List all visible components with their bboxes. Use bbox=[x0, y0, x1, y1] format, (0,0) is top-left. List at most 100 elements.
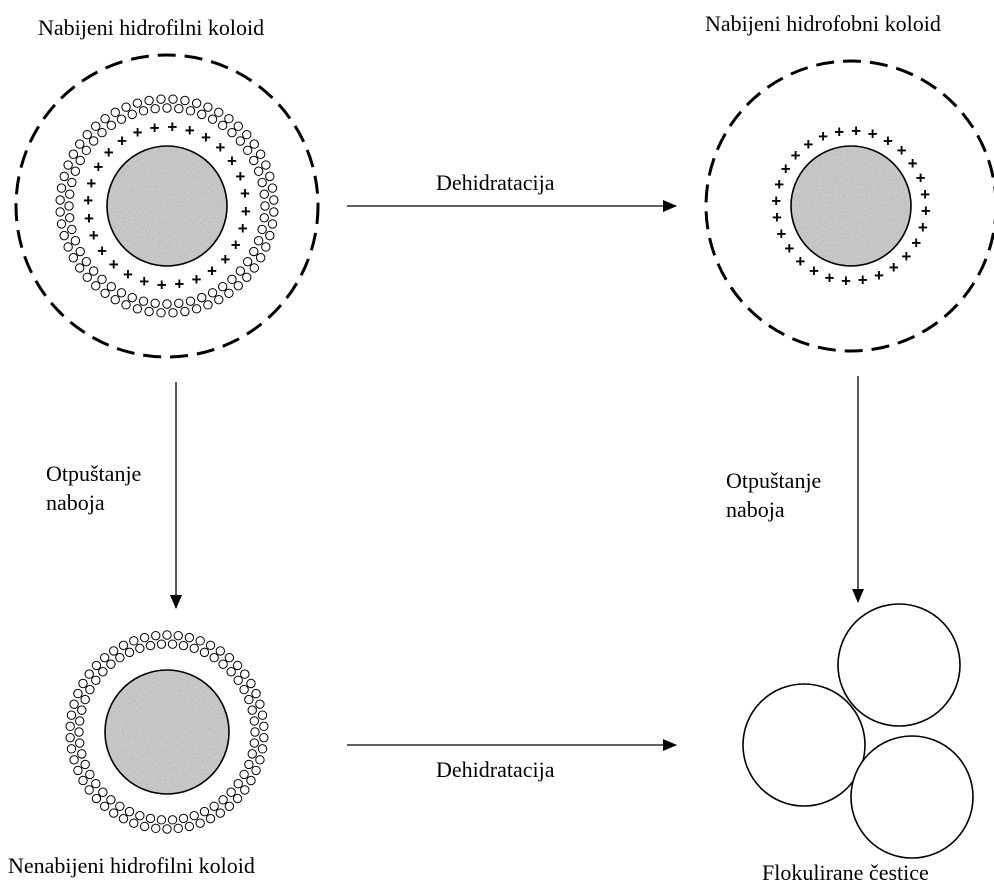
water-molecule bbox=[68, 253, 79, 263]
water-molecule bbox=[129, 636, 139, 646]
water-molecule bbox=[121, 102, 131, 112]
water-molecule bbox=[162, 299, 172, 309]
water-molecule bbox=[199, 806, 210, 817]
label-charged-hydrophilic: Nabijeni hidrofilni koloid bbox=[38, 15, 265, 40]
water-molecule bbox=[259, 189, 269, 199]
positive-charge-symbol: + bbox=[238, 219, 248, 238]
water-molecule bbox=[132, 98, 143, 108]
water-molecule bbox=[246, 678, 256, 689]
water-molecule bbox=[189, 810, 199, 821]
water-molecule bbox=[66, 710, 77, 720]
water-molecule bbox=[214, 294, 224, 305]
water-molecule bbox=[232, 793, 243, 804]
water-molecule bbox=[55, 195, 65, 205]
positive-charge-symbol: + bbox=[191, 270, 201, 289]
floc-particle bbox=[837, 603, 961, 727]
water-molecule bbox=[267, 183, 278, 193]
water-molecule bbox=[249, 716, 260, 726]
positive-charge-symbol: + bbox=[772, 208, 782, 227]
water-molecule bbox=[233, 779, 243, 789]
positive-charge-symbol: + bbox=[174, 275, 184, 294]
outer-boundary-dashed bbox=[14, 53, 320, 359]
water-molecule bbox=[97, 274, 107, 285]
water-molecule bbox=[251, 765, 261, 776]
water-molecule bbox=[65, 213, 75, 223]
water-molecule bbox=[249, 139, 259, 149]
positive-charge-symbol: + bbox=[781, 159, 791, 178]
water-molecule bbox=[106, 795, 116, 805]
positive-charge-symbol: + bbox=[109, 255, 119, 274]
positive-charge-symbol: + bbox=[86, 174, 96, 193]
water-molecule bbox=[235, 266, 246, 276]
water-molecule bbox=[184, 821, 195, 832]
water-molecule-ring bbox=[55, 94, 279, 318]
charged-hydrophilic-colloid: ++++++++++++++++++++++++++++ bbox=[14, 53, 320, 359]
water-molecule bbox=[110, 107, 120, 118]
label-charge-release-right: Otpuštanje naboja bbox=[726, 468, 822, 522]
water-molecule bbox=[249, 246, 259, 257]
water-molecule bbox=[251, 688, 261, 699]
water-molecule bbox=[150, 298, 160, 308]
water-molecule bbox=[80, 759, 90, 770]
positive-charge-symbol: + bbox=[834, 122, 844, 141]
water-molecule bbox=[59, 171, 69, 182]
water-molecule bbox=[132, 304, 143, 314]
water-molecule bbox=[246, 775, 256, 786]
water-molecule bbox=[106, 120, 117, 131]
positive-charge-symbol: + bbox=[868, 125, 878, 144]
water-molecule bbox=[173, 823, 183, 834]
water-molecule bbox=[162, 103, 172, 113]
positive-charge-symbol: + bbox=[795, 252, 805, 271]
water-molecule bbox=[255, 699, 265, 709]
water-molecule bbox=[80, 694, 90, 705]
water-molecule bbox=[178, 640, 189, 651]
water-molecule bbox=[259, 213, 269, 223]
water-molecule bbox=[84, 669, 94, 679]
water-molecule bbox=[110, 294, 120, 305]
water-molecule bbox=[265, 230, 275, 241]
water-molecule bbox=[65, 732, 75, 743]
water-molecule bbox=[67, 177, 77, 188]
water-molecule bbox=[69, 699, 79, 709]
water-molecule bbox=[156, 308, 166, 318]
positive-charge-symbol: + bbox=[215, 138, 225, 157]
water-molecule bbox=[255, 149, 266, 159]
water-molecule bbox=[215, 808, 226, 818]
water-molecule bbox=[240, 785, 250, 795]
water-molecule bbox=[75, 139, 85, 149]
water-molecule bbox=[215, 646, 226, 656]
water-molecule bbox=[100, 288, 110, 298]
water-molecule bbox=[145, 640, 156, 651]
water-molecule bbox=[242, 256, 253, 267]
water-molecule bbox=[73, 688, 83, 699]
water-molecule bbox=[75, 246, 85, 257]
particle-core bbox=[790, 145, 912, 267]
positive-charge-symbol: + bbox=[916, 169, 926, 188]
positive-charge-symbol: + bbox=[824, 268, 834, 287]
positive-charge-symbol: + bbox=[803, 135, 813, 154]
positive-charge-symbol: + bbox=[201, 128, 211, 147]
water-molecule bbox=[121, 300, 131, 310]
water-molecule bbox=[75, 263, 85, 273]
water-molecule bbox=[99, 801, 110, 812]
positive-charge-symbol: + bbox=[784, 239, 794, 258]
water-molecule bbox=[227, 127, 237, 138]
water-molecule bbox=[261, 242, 271, 252]
water-molecule bbox=[124, 806, 135, 817]
water-molecule bbox=[226, 787, 236, 797]
water-molecule bbox=[205, 813, 216, 824]
water-molecule bbox=[257, 710, 268, 720]
uncharged-hydrophilic-colloid bbox=[65, 630, 269, 834]
water-molecule bbox=[232, 660, 243, 671]
water-molecule bbox=[247, 749, 257, 759]
water-molecule bbox=[269, 195, 279, 205]
water-molecule bbox=[173, 630, 183, 641]
water-molecule bbox=[91, 779, 101, 789]
water-molecule bbox=[91, 793, 102, 804]
water-molecule bbox=[218, 795, 228, 805]
water-molecule bbox=[84, 785, 94, 795]
water-molecule bbox=[85, 769, 95, 780]
positive-charge-symbol: + bbox=[227, 152, 237, 171]
positive-charge-symbol: + bbox=[771, 191, 781, 210]
water-molecule bbox=[218, 659, 228, 669]
